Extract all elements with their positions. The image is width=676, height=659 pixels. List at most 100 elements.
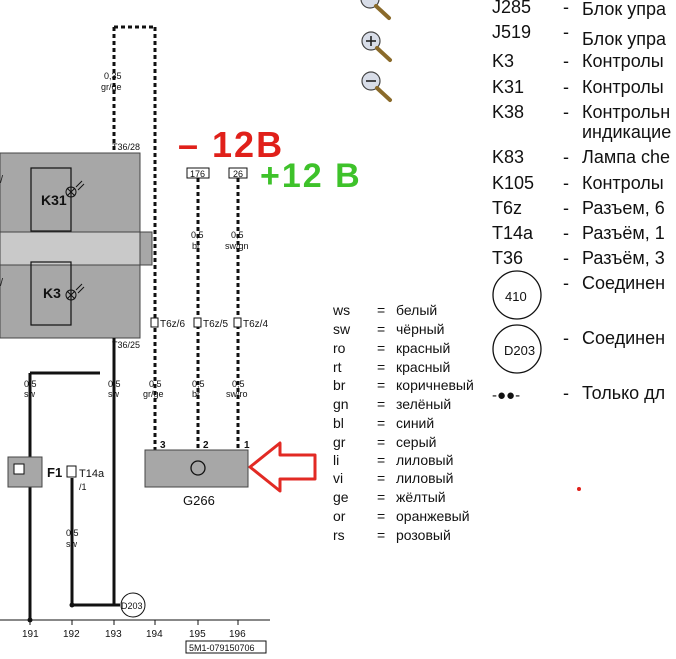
fuse-f1 — [7, 456, 43, 488]
coordinate-ticks — [29, 620, 239, 625]
color-abbr: rs — [333, 527, 345, 543]
coord-192: 192 — [63, 629, 80, 640]
k3-box — [30, 261, 72, 326]
legend-code: K38 — [492, 102, 525, 122]
coord-191: 191 — [22, 629, 39, 640]
color-abbr: ro — [333, 340, 346, 356]
legend-text: Разъём, 1 — [582, 223, 665, 243]
color-name: розовый — [396, 527, 451, 543]
legend-code: K3 — [492, 51, 515, 71]
legend-text: Разъем, 6 — [582, 198, 665, 218]
color-name: оранжевый — [396, 508, 470, 524]
legend-text: Разъём, 3 — [582, 248, 665, 268]
wire-size: 0,5 — [66, 528, 79, 538]
wire-size: 0,5 — [24, 379, 37, 389]
color-name: коричневый — [396, 377, 474, 393]
color-abbr: vi — [333, 470, 344, 486]
legend-text: Только дл — [582, 383, 666, 403]
zoom-in-icon[interactable] — [361, 31, 392, 62]
document-code: 5M1-079150706 — [189, 643, 255, 653]
symbol-410 — [492, 270, 542, 320]
legend-code: J285 — [492, 0, 532, 17]
legend-code: K83 — [492, 147, 525, 167]
legend-text: Контролы — [582, 173, 664, 193]
color-abbr: gr — [333, 434, 346, 450]
wire-color: br — [192, 389, 200, 399]
connector-t36-25: T36/25 — [112, 340, 140, 350]
legend-text: Контролы — [582, 77, 664, 97]
plus-12v-label: +12 B — [260, 157, 362, 195]
wire-color: br — [192, 241, 200, 251]
svg-text:/1: /1 — [79, 482, 87, 492]
svg-text:3: 3 — [160, 440, 166, 451]
shielded-wire — [112, 25, 157, 450]
svg-text:176: 176 — [190, 169, 205, 179]
color-name: белый — [396, 302, 438, 318]
connector-d203 — [120, 592, 146, 618]
k3-label: K3 — [43, 285, 61, 301]
lamp-icon — [65, 283, 85, 301]
symbol-d203 — [492, 324, 542, 374]
color-abbr: br — [333, 377, 346, 393]
k31-box — [30, 167, 72, 232]
legend-text: Контрольн — [582, 102, 671, 122]
color-abbr: sw — [333, 321, 351, 337]
color-abbr: li — [333, 452, 340, 468]
legend-code: J519 — [492, 22, 532, 42]
color-name: красный — [396, 340, 451, 356]
zoom-icon[interactable] — [360, 0, 391, 20]
wire-color: sw — [24, 389, 36, 399]
svg-text:/: / — [0, 277, 4, 289]
wire-color: gr/ge — [101, 82, 122, 92]
legend-text: индикацие — [582, 122, 672, 142]
legend-text: Блок упра — [582, 29, 666, 49]
color-abbr: bl — [333, 415, 344, 431]
wire-size: 0,5 — [192, 379, 205, 389]
svg-text:2: 2 — [203, 440, 209, 451]
wire-size: 0,5 — [232, 379, 245, 389]
svg-text:D203: D203 — [121, 601, 143, 611]
connector-t36-28: T36/28 — [112, 142, 140, 152]
coord-196: 196 — [229, 629, 246, 640]
wire-color: sw/ro — [226, 389, 248, 399]
color-name: серый — [396, 434, 437, 450]
svg-text:26: 26 — [233, 169, 243, 179]
coord-194: 194 — [146, 629, 163, 640]
svg-text:1: 1 — [244, 440, 250, 451]
connector-t6z-5: T6z/5 — [203, 319, 228, 330]
legend-text: Соединен — [582, 273, 666, 293]
wire-color: gr/ge — [143, 389, 164, 399]
minus-12v-label: – 12B — [178, 124, 284, 165]
color-abbr: or — [333, 508, 346, 524]
color-abbr: ge — [333, 489, 349, 505]
wire-size: 0,5 — [231, 230, 244, 240]
red-dot — [577, 487, 581, 491]
legend-code: T36 — [492, 248, 524, 268]
svg-text:410: 410 — [505, 289, 527, 304]
svg-text:F1: F1 — [47, 465, 62, 480]
svg-text:/: / — [0, 174, 4, 186]
color-abbr: rt — [333, 359, 342, 375]
color-name: зелёный — [396, 396, 452, 412]
color-name: синий — [396, 415, 435, 431]
svg-text:D203: D203 — [504, 343, 535, 358]
color-name: чёрный — [396, 321, 445, 337]
wire-size: 0,5 — [108, 379, 121, 389]
color-name: красный — [396, 359, 451, 375]
color-abbr: gn — [333, 396, 349, 412]
zoom-out-icon[interactable] — [361, 71, 392, 102]
red-arrow — [248, 441, 317, 493]
color-name: лиловый — [396, 470, 454, 486]
coord-195: 195 — [189, 629, 206, 640]
legend-code: T6z — [492, 198, 523, 218]
wire-size: 0,5 — [149, 379, 162, 389]
wire-size: 0,5 — [191, 230, 204, 240]
connector-t6z-6: T6z/6 — [160, 319, 185, 330]
svg-text:-●●-: -●●- — [492, 387, 520, 404]
legend-text: Лампа che — [582, 147, 670, 167]
legend-code: T14a — [492, 223, 534, 243]
legend-text: Соединен — [582, 328, 666, 348]
wire-color: sw — [66, 539, 78, 549]
